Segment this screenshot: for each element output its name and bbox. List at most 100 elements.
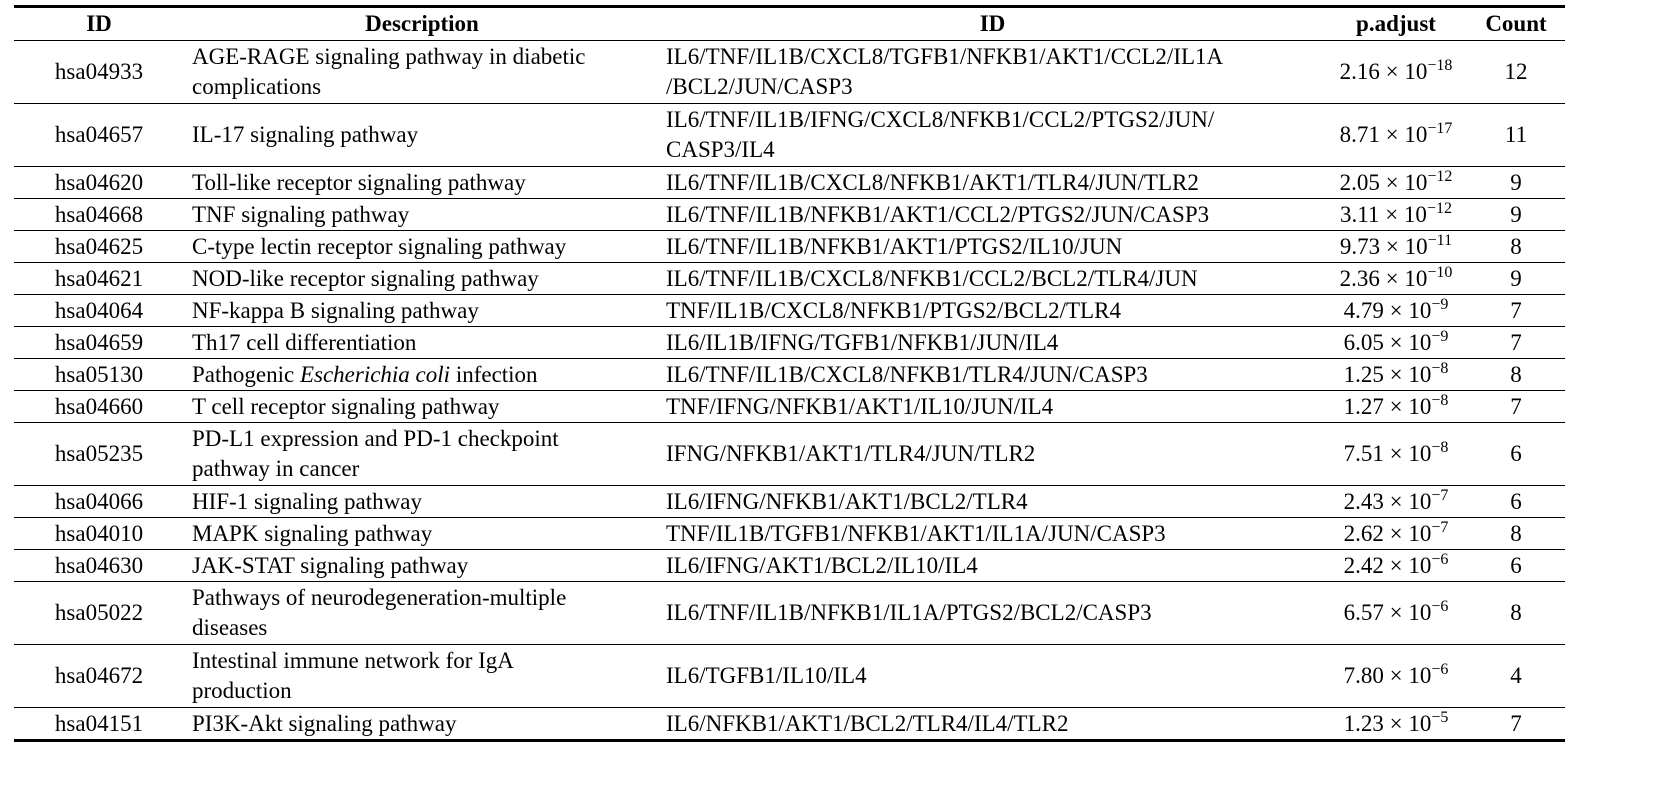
species-name-italic: Escherichia coli <box>299 361 451 387</box>
p-value-base: × 10 <box>1385 265 1428 291</box>
pathway-description-cell: T cell receptor signaling pathway <box>184 391 660 423</box>
p-adjust-cell: 2.16 × 10−18 <box>1325 41 1467 104</box>
gene-count-cell: 7 <box>1510 297 1522 323</box>
gene-list-cell: IFNG/NFKB1/AKT1/TLR4/JUN/TLR2 <box>660 423 1325 486</box>
pathway-description-cell: MAPK signaling pathway <box>184 518 660 550</box>
gene-list-cell: TNF/IFNG/NFKB1/AKT1/IL10/JUN/IL4 <box>660 391 1325 423</box>
p-value-base: × 10 <box>1385 233 1428 259</box>
p-value-exponent: −6 <box>1431 598 1449 615</box>
table-header-row: ID Description ID p.adjust Count <box>14 6 1565 41</box>
p-value-base: × 10 <box>1389 520 1432 546</box>
gene-list-cell: IL6/TNF/IL1B/NFKB1/AKT1/PTGS2/IL10/JUN <box>660 231 1325 263</box>
gene-list-cell: IL6/TNF/IL1B/CXCL8/NFKB1/TLR4/JUN/CASP3 <box>660 359 1325 391</box>
pathway-description-cell: PI3K-Akt signaling pathway <box>184 708 660 741</box>
p-value-exponent: −9 <box>1431 295 1449 313</box>
description-line: complications <box>192 74 322 99</box>
p-value-mantissa: 2.43 <box>1343 488 1384 514</box>
p-value-exponent: −10 <box>1427 263 1453 281</box>
gene-list-line: TNF/IFNG/NFKB1/AKT1/IL10/JUN/IL4 <box>666 393 1054 419</box>
p-value-exponent: −7 <box>1431 486 1449 504</box>
p-value-exponent: −6 <box>1431 661 1449 678</box>
p-value-exponent: −12 <box>1427 167 1453 185</box>
header-description: Description <box>365 11 479 36</box>
gene-list-cell: IL6/IFNG/NFKB1/AKT1/BCL2/TLR4 <box>660 486 1325 518</box>
gene-list-line: IL6/TNF/IL1B/NFKB1/IL1A/PTGS2/BCL2/CASP3 <box>666 600 1152 625</box>
gene-count-cell: 8 <box>1510 520 1522 546</box>
p-adjust-cell: 1.23 × 10−5 <box>1325 708 1467 741</box>
p-value-mantissa: 1.27 <box>1343 393 1384 419</box>
kegg-enrichment-table: ID Description ID p.adjust Count hsa0493… <box>14 5 1565 742</box>
p-value-base: × 10 <box>1389 393 1432 419</box>
description-line: AGE-RAGE signaling pathway in diabetic <box>192 44 586 69</box>
gene-count-cell: 8 <box>1510 600 1522 625</box>
description-text: Pathogenic <box>192 361 300 387</box>
p-adjust-cell: 2.36 × 10−10 <box>1325 263 1467 295</box>
gene-list-line: IL6/NFKB1/AKT1/BCL2/TLR4/IL4/TLR2 <box>666 710 1069 736</box>
p-value-base: × 10 <box>1385 122 1428 147</box>
description-line: HIF-1 signaling pathway <box>192 488 422 514</box>
gene-count-cell: 8 <box>1510 233 1522 259</box>
description-line: Th17 cell differentiation <box>192 329 417 355</box>
description-line: MAPK signaling pathway <box>192 520 433 546</box>
pathway-id-cell: hsa05022 <box>54 600 144 625</box>
gene-list-line: TNF/IL1B/TGFB1/NFKB1/AKT1/IL1A/JUN/CASP3 <box>666 520 1166 546</box>
gene-count-cell: 12 <box>1504 59 1528 84</box>
gene-list-line: IL6/TNF/IL1B/NFKB1/AKT1/CCL2/PTGS2/JUN/C… <box>666 201 1210 227</box>
table-row: hsa04933 AGE-RAGE signaling pathway in di… <box>14 41 1565 104</box>
gene-count-cell: 7 <box>1510 329 1522 355</box>
gene-list-cell: IL6/TNF/IL1B/NFKB1/IL1A/PTGS2/BCL2/CASP3 <box>660 582 1325 645</box>
pathway-id-cell: hsa05235 <box>54 441 144 466</box>
gene-list-cell: TNF/IL1B/CXCL8/NFKB1/PTGS2/BCL2/TLR4 <box>660 295 1325 327</box>
p-value-base: × 10 <box>1389 600 1432 625</box>
p-value-exponent: −18 <box>1427 57 1453 74</box>
p-value-exponent: −8 <box>1431 359 1449 377</box>
gene-count-cell: 6 <box>1510 488 1522 514</box>
p-value-mantissa: 9.73 <box>1339 233 1381 259</box>
p-value-mantissa: 6.05 <box>1343 329 1384 355</box>
pathway-id-cell: hsa04672 <box>54 663 144 688</box>
pathway-description-cell: NF-kappa B signaling pathway <box>184 295 660 327</box>
gene-list-line: IL6/IFNG/NFKB1/AKT1/BCL2/TLR4 <box>666 488 1028 514</box>
gene-list-cell: IL6/TNF/IL1B/CXCL8/NFKB1/AKT1/TLR4/JUN/T… <box>660 167 1325 199</box>
gene-list-line: CASP3/IL4 <box>666 137 775 162</box>
pathway-id-cell: hsa04064 <box>54 297 144 323</box>
p-adjust-cell: 2.42 × 10−6 <box>1325 550 1467 582</box>
p-value-exponent: −8 <box>1431 439 1449 456</box>
gene-list-line: IFNG/NFKB1/AKT1/TLR4/JUN/TLR2 <box>666 441 1036 466</box>
gene-list-line: IL6/TNF/IL1B/IFNG/CXCL8/NFKB1/CCL2/PTGS2… <box>666 107 1215 132</box>
p-value-base: × 10 <box>1389 297 1432 323</box>
p-value-base: × 10 <box>1389 488 1432 514</box>
gene-list-line: IL6/TNF/IL1B/NFKB1/AKT1/PTGS2/IL10/JUN <box>666 233 1123 259</box>
table-row: hsa04151 PI3K-Akt signaling pathway IL6/NF… <box>14 708 1565 741</box>
table-row: hsa05022 Pathways of neurodegeneration-mu… <box>14 582 1565 645</box>
gene-list-cell: IL6/TNF/IL1B/CXCL8/TGFB1/NFKB1/AKT1/CCL2… <box>660 41 1325 104</box>
p-value-base: × 10 <box>1389 361 1432 387</box>
gene-list-line: IL6/IFNG/AKT1/BCL2/IL10/IL4 <box>666 552 978 578</box>
pathway-description-cell: C-type lectin receptor signaling pathway <box>184 231 660 263</box>
pathway-description-cell: IL-17 signaling pathway <box>184 104 660 167</box>
pathway-id-cell: hsa04151 <box>54 710 144 736</box>
p-adjust-cell: 7.80 × 10−6 <box>1325 645 1467 708</box>
gene-list-line: IL6/TNF/IL1B/CXCL8/NFKB1/AKT1/TLR4/JUN/T… <box>666 169 1199 195</box>
table-row: hsa04010 MAPK signaling pathway TNF/IL1B/T… <box>14 518 1565 550</box>
pathway-id-cell: hsa04659 <box>54 329 144 355</box>
header-p-adjust: p.adjust <box>1356 11 1436 36</box>
pathway-id-cell: hsa04668 <box>54 201 144 227</box>
pathway-id-cell: hsa04657 <box>54 122 144 147</box>
description-line: PI3K-Akt signaling pathway <box>192 710 457 736</box>
p-value-base: × 10 <box>1385 169 1428 195</box>
table-body: hsa04933 AGE-RAGE signaling pathway in di… <box>14 41 1565 741</box>
p-value-mantissa: 2.42 <box>1343 552 1384 578</box>
p-value-exponent: −17 <box>1427 120 1453 137</box>
pathway-id-cell: hsa04010 <box>54 520 144 546</box>
pathway-id-cell: hsa04933 <box>54 59 144 84</box>
description-line: T cell receptor signaling pathway <box>192 393 500 419</box>
